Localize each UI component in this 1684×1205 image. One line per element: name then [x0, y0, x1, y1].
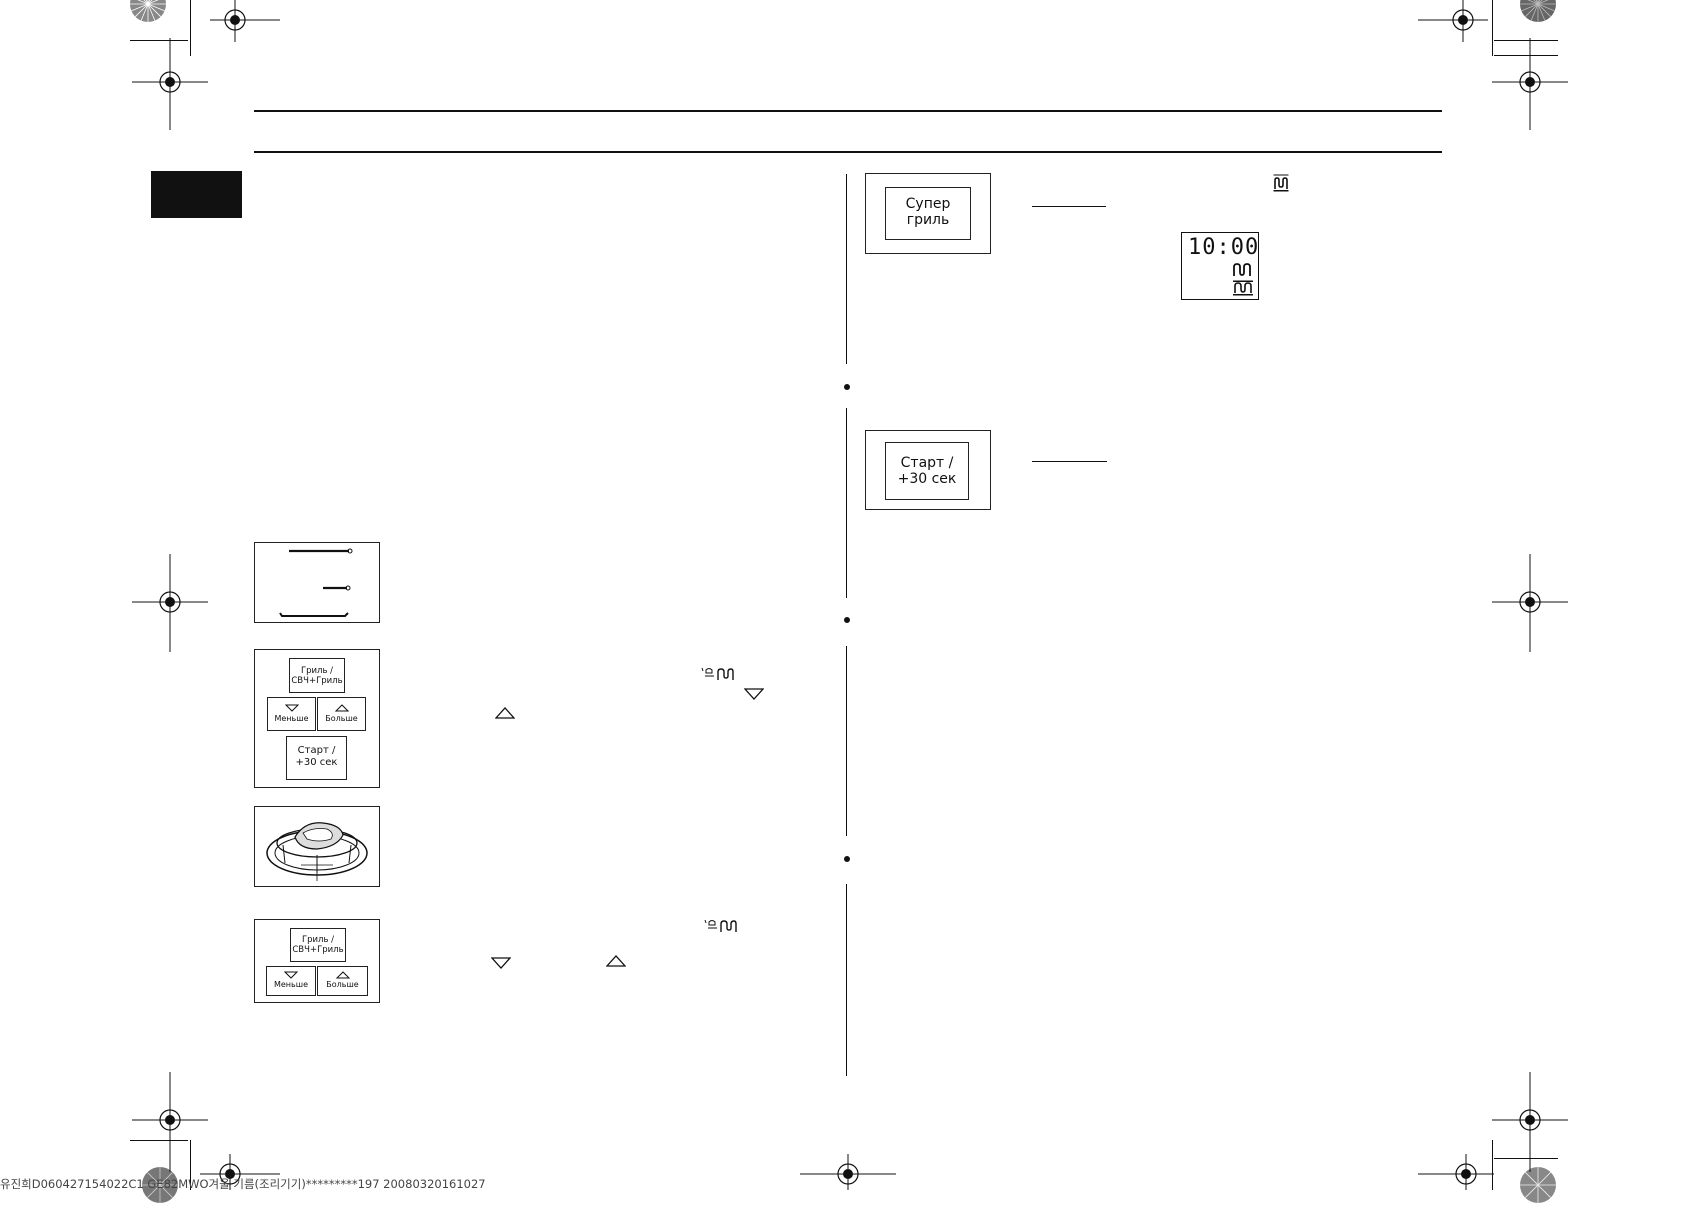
start-button-label: Старт / +30 сек — [295, 745, 338, 768]
crop-mark — [130, 1140, 188, 1141]
more-label: Больше — [325, 714, 358, 723]
crop-mark — [1492, 1140, 1493, 1190]
print-slug: 유진희D060427154022C1 GE82MWO겨울 기름(조리기기)***… — [0, 1177, 486, 1191]
crop-mark — [1494, 40, 1558, 41]
registration-mark-icon — [1492, 38, 1568, 130]
super-grill-panel: Супер гриль — [865, 173, 991, 254]
registration-mark-icon — [1492, 554, 1568, 652]
crop-mark — [1492, 0, 1493, 56]
language-tab — [151, 171, 242, 218]
triangle-up-icon — [334, 704, 349, 712]
registration-mark-icon — [200, 1154, 280, 1190]
registration-mark-icon — [1418, 0, 1488, 42]
start-button-label: Старт / +30 сек — [897, 455, 957, 488]
less-button[interactable]: Меньше — [267, 697, 316, 731]
registration-mark-icon — [1492, 1072, 1568, 1172]
more-button[interactable]: Больше — [317, 966, 368, 996]
microwave-grill-combo-icon — [701, 667, 734, 680]
super-grill-icon — [1233, 280, 1253, 296]
grill-combo-button[interactable]: Гриль / СВЧ+Гриль — [289, 658, 345, 693]
underline — [1032, 206, 1106, 207]
super-grill-button[interactable]: Супер гриль — [885, 187, 971, 240]
less-button[interactable]: Меньше — [266, 966, 316, 996]
more-button[interactable]: Больше — [317, 697, 366, 731]
underline — [1032, 461, 1107, 462]
crop-mark — [1494, 1158, 1558, 1159]
grill-combo-label: Гриль / СВЧ+Гриль — [291, 666, 343, 686]
color-wheel-icon — [130, 0, 166, 22]
registration-mark-icon — [800, 1154, 896, 1190]
crop-mark — [130, 40, 188, 41]
crop-mark — [190, 1140, 191, 1190]
crop-mark — [1494, 55, 1558, 56]
bullet — [844, 856, 850, 862]
registration-mark-icon — [210, 0, 280, 42]
start-button[interactable]: Старт / +30 сек — [286, 736, 347, 780]
less-label: Меньше — [274, 714, 309, 723]
control-panel-2: Гриль / СВЧ+Гриль Меньше Больше — [254, 919, 380, 1003]
triangle-up-icon — [335, 971, 350, 979]
triangle-down-icon — [744, 688, 764, 700]
bullet — [844, 384, 850, 390]
display-screen: 10:00 — [1181, 232, 1259, 300]
header-rule-bottom — [254, 151, 1442, 153]
registration-mark-icon — [1418, 1154, 1494, 1190]
super-grill-label: Супер гриль — [905, 196, 951, 229]
start-button[interactable]: Старт / +30 сек — [885, 442, 969, 500]
crop-mark — [190, 0, 191, 56]
triangle-down-icon — [491, 957, 511, 969]
registration-mark-icon — [132, 554, 208, 652]
start-panel: Старт / +30 сек — [865, 430, 991, 510]
grill-combo-label: Гриль / СВЧ+Гриль — [292, 935, 344, 955]
bullet — [844, 617, 850, 623]
registration-mark-icon — [132, 1072, 208, 1172]
triangle-up-icon — [495, 707, 515, 719]
rack-diagram — [254, 542, 380, 623]
header-rule-top — [254, 110, 1442, 112]
column-divider — [846, 884, 847, 1076]
super-grill-icon — [1273, 174, 1289, 192]
rack-on-turntable-diagram — [254, 806, 380, 887]
control-panel-1: Гриль / СВЧ+Гриль Меньше Больше Старт / … — [254, 649, 380, 788]
microwave-grill-combo-icon — [704, 919, 737, 932]
color-wheel-icon — [1520, 0, 1556, 22]
column-divider — [846, 646, 847, 836]
display-time: 10:00 — [1188, 235, 1260, 260]
grill-icon — [1233, 263, 1251, 276]
triangle-up-icon — [606, 955, 626, 967]
grill-combo-button[interactable]: Гриль / СВЧ+Гриль — [290, 928, 346, 962]
column-divider — [846, 174, 847, 364]
triangle-down-icon — [284, 704, 299, 712]
more-label: Больше — [326, 980, 359, 989]
column-divider — [846, 408, 847, 598]
registration-mark-icon — [132, 38, 208, 130]
rack-illustration — [279, 548, 353, 617]
less-label: Меньше — [273, 980, 308, 989]
triangle-down-icon — [284, 971, 298, 979]
rack-turntable-illustration — [266, 822, 368, 881]
